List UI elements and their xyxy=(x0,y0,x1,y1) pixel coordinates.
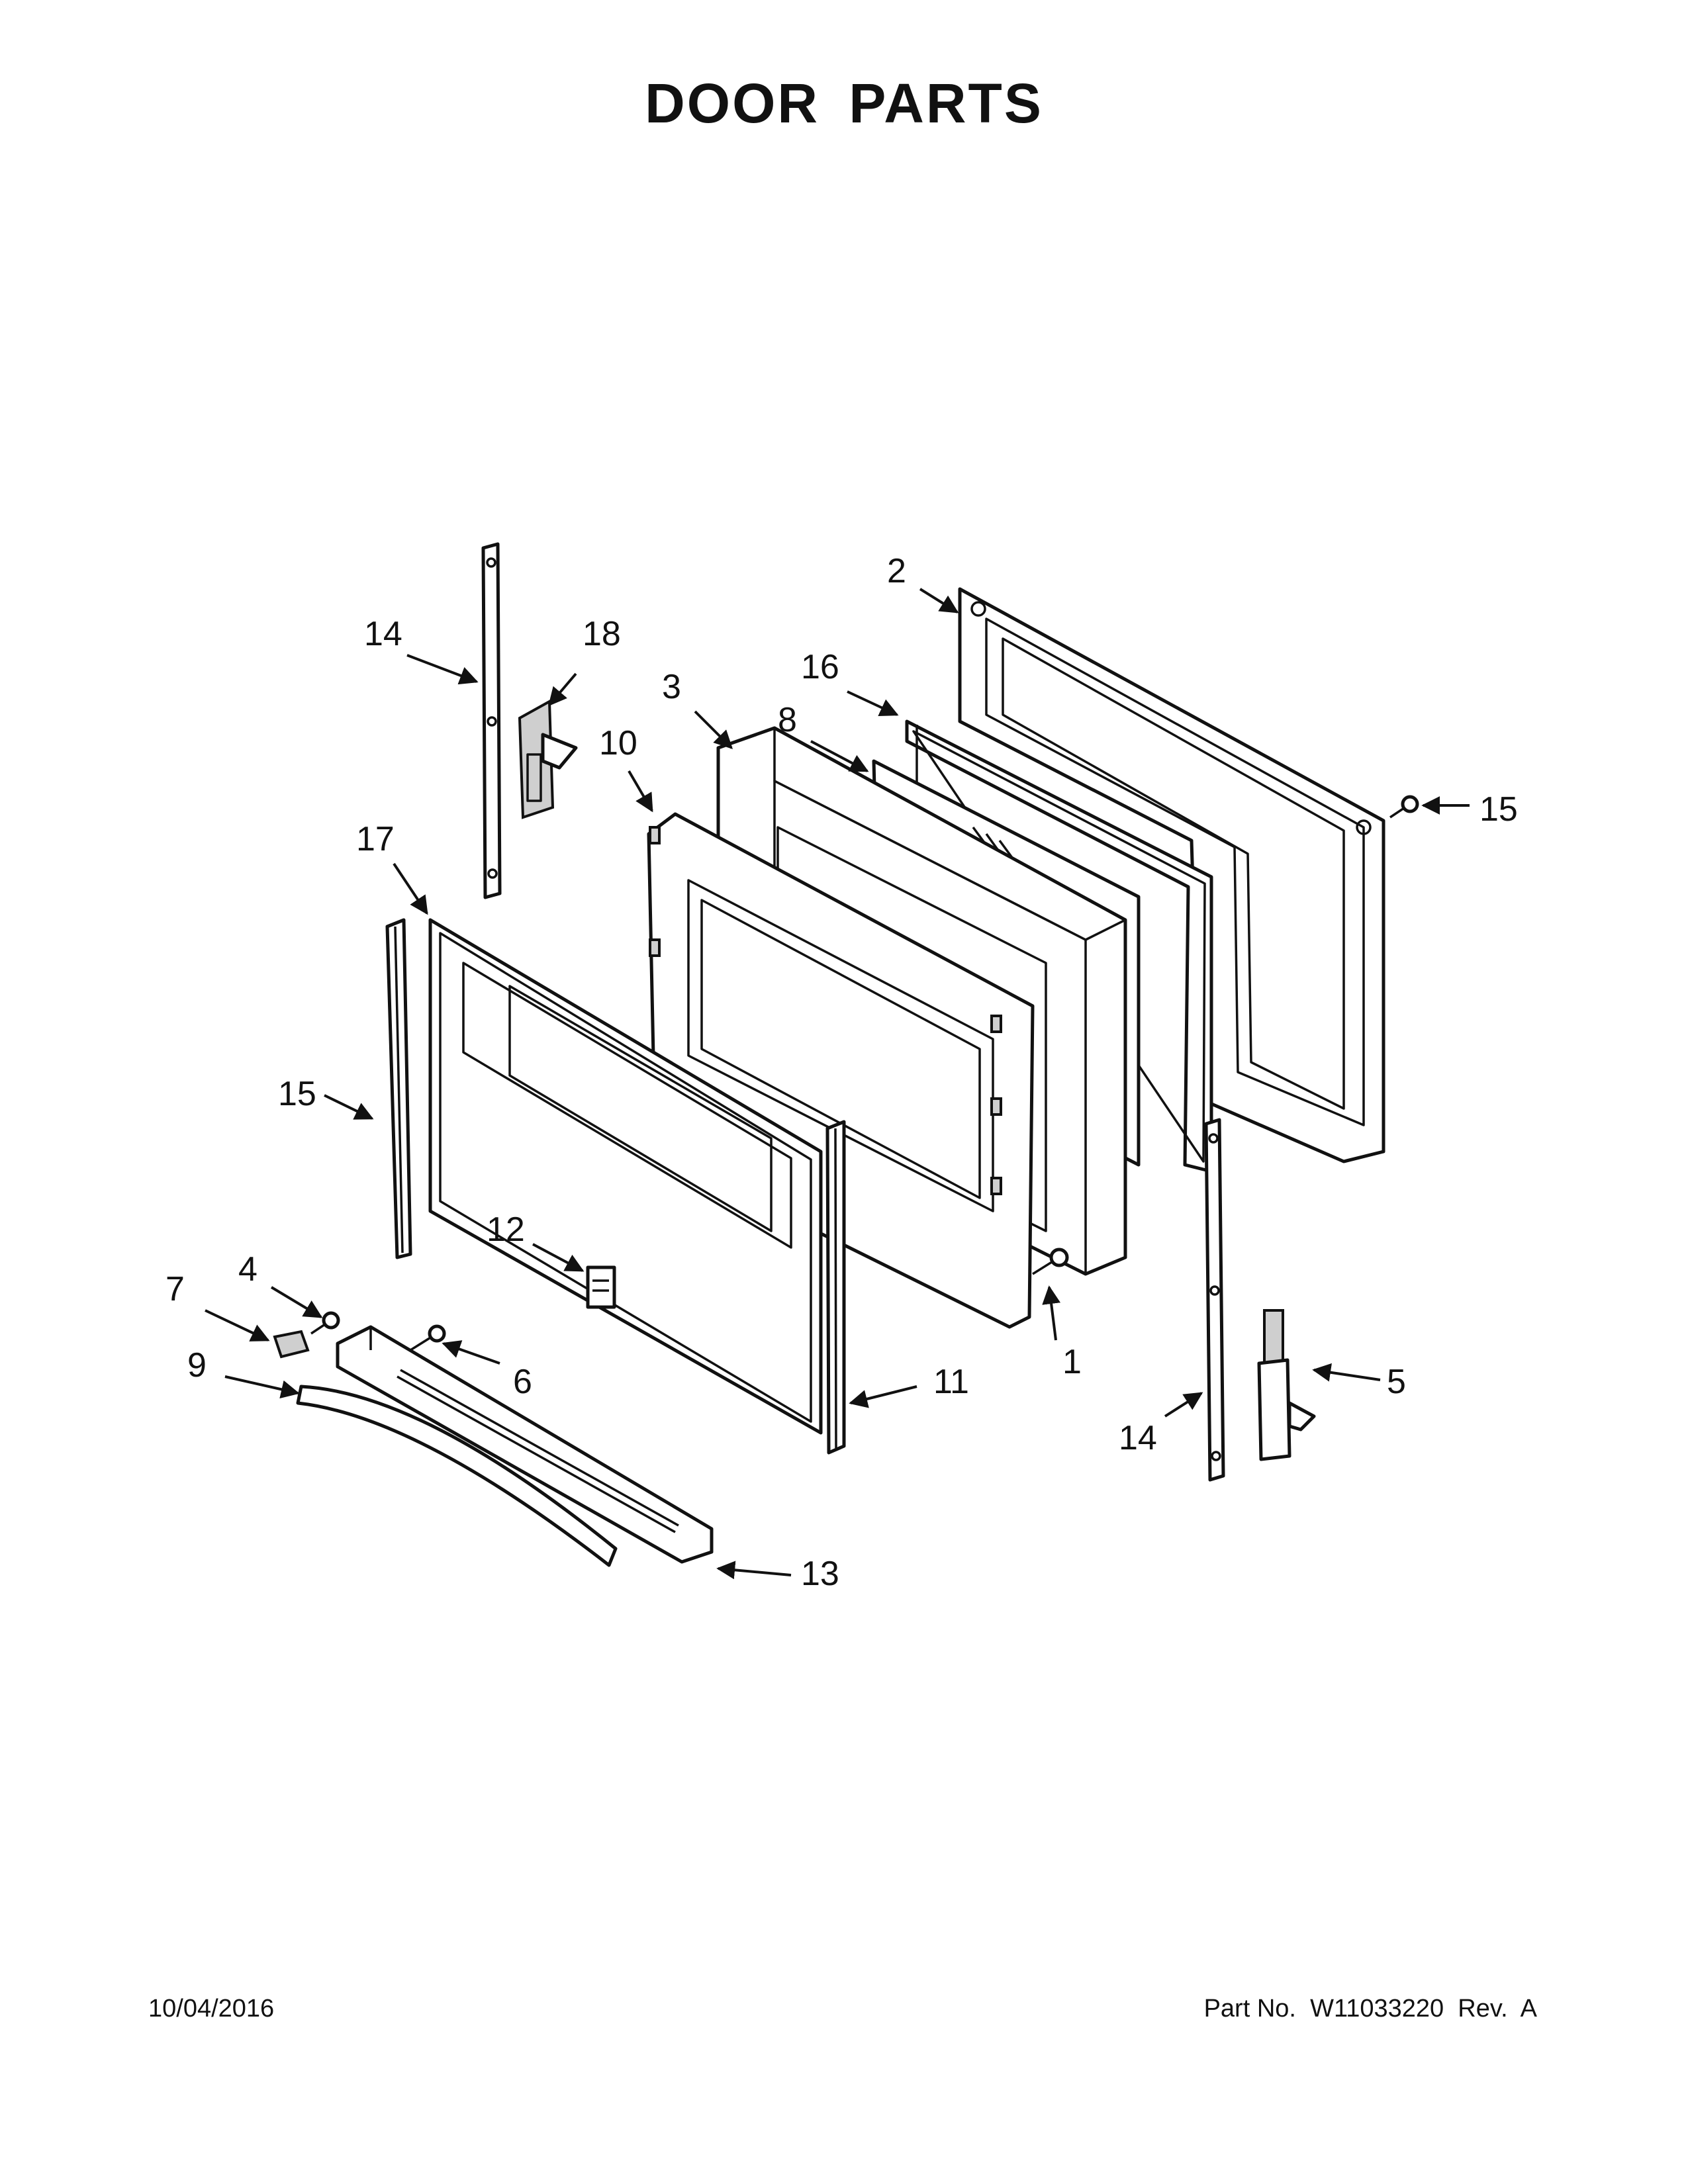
callout-16: 16 xyxy=(801,648,839,686)
door-handle xyxy=(296,1385,618,1567)
screw-4 xyxy=(310,1311,340,1335)
callout-7: 7 xyxy=(165,1270,185,1308)
inner-door-panel xyxy=(958,587,1385,1163)
screw-6 xyxy=(410,1324,446,1351)
callout-15-right: 15 xyxy=(1479,790,1518,829)
vent-trim xyxy=(336,1325,714,1564)
screw-15 xyxy=(1389,795,1419,819)
callout-5: 5 xyxy=(1387,1363,1406,1401)
hinge-receiver-left xyxy=(481,542,502,899)
handle-end-cap xyxy=(273,1330,310,1359)
leader-lines xyxy=(205,588,1470,1580)
callout-18: 18 xyxy=(583,615,621,653)
callout-14-left: 14 xyxy=(364,615,402,653)
callout-6: 6 xyxy=(513,1363,532,1401)
footer-part-number: Part No. W11033220 Rev. A xyxy=(1203,1995,1537,2023)
callout-15-left: 15 xyxy=(278,1075,316,1113)
side-trim-right xyxy=(825,1120,846,1455)
page-title: DOOR PARTS xyxy=(645,72,1043,134)
callout-17: 17 xyxy=(356,820,395,858)
callout-14-right: 14 xyxy=(1119,1419,1157,1457)
screw-1 xyxy=(1032,1248,1069,1275)
side-trim-left xyxy=(385,918,412,1259)
callout-11: 11 xyxy=(933,1363,969,1401)
callout-12: 12 xyxy=(487,1210,525,1249)
callout-8: 8 xyxy=(778,701,797,739)
callout-2: 2 xyxy=(887,552,906,590)
callout-3: 3 xyxy=(662,668,681,706)
callout-13: 13 xyxy=(801,1555,839,1593)
callout-1: 1 xyxy=(1062,1343,1082,1381)
hinge-receiver-right xyxy=(1204,1118,1225,1482)
callout-10: 10 xyxy=(599,724,637,762)
callout-4: 4 xyxy=(238,1250,258,1289)
door-badge xyxy=(586,1265,616,1309)
callout-9: 9 xyxy=(187,1346,207,1385)
hinge-right xyxy=(1257,1309,1316,1461)
hinge-left xyxy=(518,699,578,819)
outer-door-panel xyxy=(428,918,823,1435)
footer-date: 10/04/2016 xyxy=(148,1995,275,2023)
